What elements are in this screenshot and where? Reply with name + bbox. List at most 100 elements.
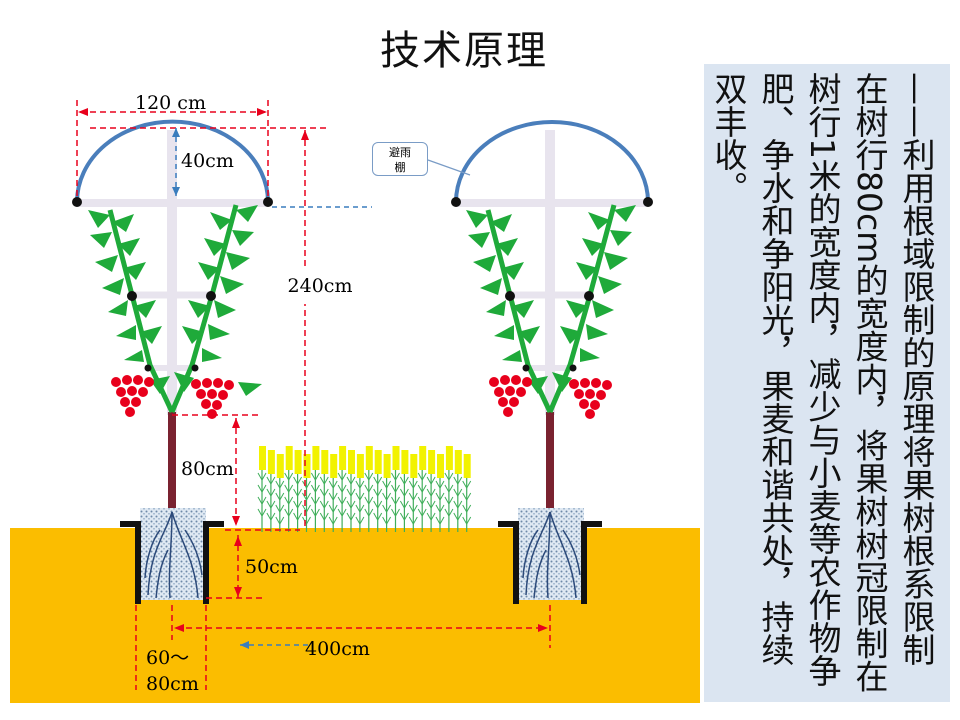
- wheat-leaf: [266, 500, 276, 509]
- wheat-leaf: [382, 480, 392, 489]
- wheat-leaf: [373, 512, 383, 521]
- wheat-leaf: [426, 476, 436, 485]
- wheat-ear: [463, 454, 471, 478]
- wheat-leaf: [364, 484, 374, 493]
- trunk-right: [546, 412, 554, 512]
- wheat-leaf: [266, 476, 276, 485]
- wheat-leaf: [257, 508, 267, 517]
- label-height-240: 240cm: [278, 268, 362, 304]
- root-barrier-right: [498, 521, 602, 604]
- wheat-leaf: [319, 476, 329, 485]
- wheat-leaf: [453, 500, 463, 509]
- wheat-leaf: [399, 476, 409, 485]
- page-title: 技术原理: [380, 28, 548, 74]
- wheat-leaf: [382, 492, 392, 501]
- wheat-ear: [392, 446, 400, 470]
- description-panel: ——利用根域限制的原理将果树根系限制在树行80cm的宽度内，将果树树冠限制在树行…: [704, 64, 950, 702]
- wheat-leaf: [417, 472, 427, 481]
- wheat-leaf: [275, 480, 285, 489]
- wheat-ear: [303, 454, 311, 478]
- wheat-leaf: [293, 500, 303, 509]
- wheat-ear: [419, 446, 427, 470]
- wheat-ear: [428, 450, 436, 474]
- wheat-leaf: [310, 472, 320, 481]
- wheat-leaf: [302, 504, 311, 513]
- wheat-leaf: [453, 488, 463, 497]
- wheat-leaf: [444, 496, 454, 505]
- wheat-leaf: [310, 508, 320, 517]
- wheat-leaf: [382, 504, 392, 513]
- wheat-leaf: [435, 492, 445, 501]
- label-width-120: 120 cm: [135, 92, 206, 114]
- wheat-leaf: [399, 500, 409, 509]
- wheat-leaf: [266, 488, 276, 497]
- wheat-leaf: [373, 476, 383, 485]
- wheat-leaf: [346, 512, 356, 521]
- wheat-leaf: [408, 504, 418, 513]
- wheat-leaf: [355, 504, 365, 513]
- wheat-leaf: [417, 496, 427, 505]
- wheat-leaf: [302, 492, 311, 501]
- grape-cluster-left-b: [191, 378, 234, 419]
- wheat-ear: [383, 454, 391, 478]
- label-height-80: 80cm: [181, 458, 234, 480]
- wheat-leaf: [364, 496, 374, 505]
- wheat-leaf: [293, 512, 303, 521]
- wheat-ear: [259, 446, 266, 470]
- wheat-leaf: [319, 488, 329, 497]
- wheat-leaf: [391, 484, 400, 493]
- soil-ground: [10, 528, 700, 703]
- wheat-leaf: [391, 496, 400, 505]
- wheat-leaf: [391, 508, 400, 517]
- wheat-leaf: [399, 512, 409, 521]
- right-grape-plant: [451, 120, 653, 604]
- wheat-leaf: [435, 504, 445, 513]
- wheat-ear: [294, 450, 302, 474]
- wheat-row: [257, 446, 472, 532]
- root-zone-right: [518, 508, 584, 600]
- wheat-ear: [312, 446, 320, 470]
- wheat-leaf: [444, 508, 454, 517]
- wheat-ear: [267, 450, 275, 474]
- wheat-ear: [356, 454, 364, 478]
- wheat-leaf: [337, 472, 347, 481]
- wheat-leaf: [284, 484, 294, 493]
- wheat-leaf: [417, 484, 427, 493]
- wheat-ear: [445, 446, 453, 470]
- wheat-leaf: [293, 488, 303, 497]
- wheat-leaf: [310, 496, 320, 505]
- wheat-leaf: [275, 516, 285, 525]
- description-text: ——利用根域限制的原理将果树根系限制在树行80cm的宽度内，将果树树冠限制在树行…: [709, 72, 936, 693]
- wheat-leaf: [310, 484, 320, 493]
- rain-shelter-arc-right: [454, 120, 650, 203]
- wheat-ear: [330, 454, 338, 478]
- wheat-leaf: [435, 516, 445, 525]
- wheat-leaf: [346, 476, 356, 485]
- wheat-leaf: [355, 492, 365, 501]
- wheat-ear: [365, 446, 373, 470]
- wheat-leaf: [337, 508, 347, 517]
- wheat-leaf: [364, 508, 374, 517]
- rain-shelter-arc-left: [75, 119, 270, 203]
- wheat-ear: [348, 450, 355, 474]
- grape-cluster-left-a: [111, 375, 154, 417]
- wheat-leaf: [257, 484, 267, 493]
- wheat-leaf: [417, 508, 427, 517]
- wheat-leaf: [426, 500, 436, 509]
- wheat-leaf: [462, 516, 472, 525]
- wheat-leaf: [408, 480, 418, 489]
- label-trench-width: 60～ 80cm: [146, 647, 199, 695]
- wheat-ear: [410, 454, 418, 478]
- wheat-leaf: [257, 496, 267, 505]
- root-zone-left: [140, 508, 206, 600]
- wheat-leaf: [462, 480, 472, 489]
- left-grape-plant: [72, 119, 273, 604]
- wheat-leaf: [355, 516, 365, 525]
- wheat-leaf: [328, 504, 338, 513]
- wheat-leaf: [453, 476, 463, 485]
- wheat-leaf: [444, 472, 454, 481]
- wheat-ear: [454, 450, 462, 474]
- trunk-left: [168, 412, 176, 512]
- wheat-leaf: [284, 472, 294, 481]
